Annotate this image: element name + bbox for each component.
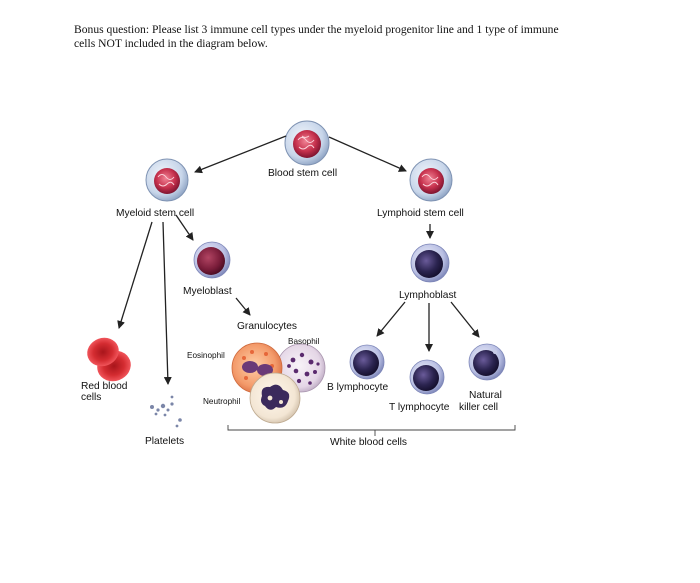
myeloblast-cell bbox=[193, 241, 231, 279]
t-lymphocyte-cell bbox=[409, 359, 445, 395]
label-eosinophil: Eosinophil bbox=[187, 351, 225, 360]
neutrophil-cell bbox=[249, 372, 301, 424]
platelets bbox=[150, 395, 182, 428]
label-natural-killer-line-1: Natural bbox=[469, 390, 502, 401]
label-lymphoblast: Lymphoblast bbox=[399, 290, 457, 301]
myeloid-stem-cell bbox=[145, 158, 189, 202]
label-myeloid-stem-cell: Myeloid stem cell bbox=[116, 208, 195, 219]
label-myeloblast: Myeloblast bbox=[183, 286, 232, 297]
label-lymphoid-stem-cell: Lymphoid stem cell bbox=[377, 208, 464, 219]
lymphoid-stem-cell bbox=[409, 158, 453, 202]
question-line-1: Bonus question: Please list 3 immune cel… bbox=[74, 23, 559, 36]
label-granulocytes: Granulocytes bbox=[237, 321, 298, 332]
label-t-lymphocyte: T lymphocyte bbox=[389, 402, 450, 413]
question-line-2: cells NOT included in the diagram below. bbox=[74, 37, 268, 50]
label-platelets: Platelets bbox=[145, 436, 185, 447]
label-basophil: Basophil bbox=[288, 337, 320, 346]
white-blood-cells-bracket bbox=[227, 425, 516, 436]
bonus-question: Bonus question: Please list 3 immune cel… bbox=[74, 23, 634, 51]
label-b-lymphocyte: B lymphocyte bbox=[327, 382, 389, 393]
label-red-blood-cells-line-2: cells bbox=[81, 392, 102, 403]
label-blood-stem-cell: Blood stem cell bbox=[268, 168, 338, 179]
blood-stem-cell bbox=[284, 120, 330, 166]
label-red-blood-cells-line-1: Red blood bbox=[81, 381, 128, 392]
label-natural-killer-line-2: killer cell bbox=[459, 402, 499, 413]
b-lymphocyte-cell bbox=[349, 344, 385, 380]
lymphoblast-cell bbox=[410, 243, 450, 283]
label-white-blood-cells: White blood cells bbox=[330, 437, 408, 448]
label-neutrophil: Neutrophil bbox=[203, 397, 241, 406]
lineage-arrows bbox=[117, 135, 480, 385]
natural-killer-cell bbox=[468, 343, 506, 381]
red-blood-cells bbox=[87, 337, 131, 382]
